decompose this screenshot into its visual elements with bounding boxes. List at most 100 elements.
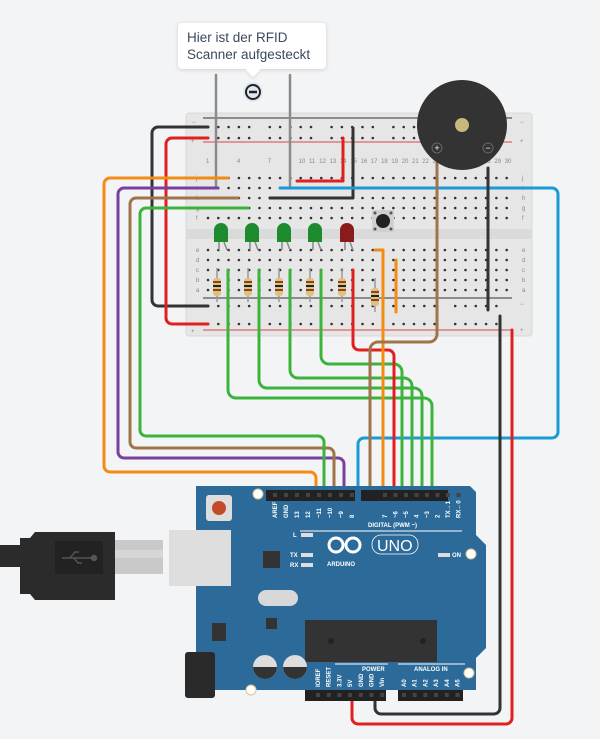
breadboard-hole[interactable] bbox=[392, 248, 395, 252]
breadboard-hole[interactable] bbox=[268, 268, 272, 272]
breadboard-hole[interactable] bbox=[299, 268, 303, 272]
header-pin[interactable] bbox=[295, 493, 299, 497]
breadboard-hole[interactable] bbox=[505, 176, 509, 180]
rail-hole[interactable] bbox=[268, 304, 272, 308]
rail-hole[interactable] bbox=[433, 304, 436, 308]
led-green[interactable] bbox=[277, 223, 291, 251]
rail-hole[interactable] bbox=[278, 304, 282, 308]
breadboard-hole[interactable] bbox=[443, 196, 447, 200]
rail-hole[interactable] bbox=[247, 125, 251, 129]
breadboard-hole[interactable] bbox=[237, 176, 241, 180]
header-pin[interactable] bbox=[284, 493, 288, 497]
breadboard-hole[interactable] bbox=[258, 196, 261, 200]
header-pin[interactable] bbox=[348, 693, 353, 697]
breadboard-hole[interactable] bbox=[495, 278, 498, 282]
breadboard-hole[interactable] bbox=[423, 176, 426, 180]
rail-hole[interactable] bbox=[392, 304, 395, 308]
breadboard-hole[interactable] bbox=[423, 206, 426, 210]
breadboard-hole[interactable] bbox=[412, 248, 416, 252]
breadboard-hole[interactable] bbox=[453, 268, 457, 272]
header-pin[interactable] bbox=[317, 493, 321, 497]
breadboard-hole[interactable] bbox=[309, 176, 313, 180]
rail-hole[interactable] bbox=[392, 322, 395, 326]
rail-hole[interactable] bbox=[217, 125, 220, 129]
breadboard-hole[interactable] bbox=[237, 258, 241, 262]
breadboard-hole[interactable] bbox=[247, 196, 251, 200]
rail-hole[interactable] bbox=[247, 136, 251, 140]
breadboard-hole[interactable] bbox=[299, 248, 303, 252]
rail-hole[interactable] bbox=[330, 125, 333, 129]
breadboard-hole[interactable] bbox=[464, 258, 467, 262]
breadboard-hole[interactable] bbox=[423, 216, 426, 220]
breadboard-hole[interactable] bbox=[474, 216, 478, 220]
breadboard-hole[interactable] bbox=[217, 216, 220, 220]
breadboard-hole[interactable] bbox=[237, 216, 241, 220]
breadboard-hole[interactable] bbox=[371, 196, 375, 200]
header-pin[interactable] bbox=[425, 493, 429, 497]
breadboard-hole[interactable] bbox=[268, 216, 272, 220]
breadboard-hole[interactable] bbox=[361, 248, 364, 252]
breadboard-hole[interactable] bbox=[361, 176, 364, 180]
breadboard-hole[interactable] bbox=[443, 206, 447, 210]
breadboard-hole[interactable] bbox=[443, 278, 447, 282]
breadboard-hole[interactable] bbox=[258, 248, 261, 252]
breadboard-hole[interactable] bbox=[433, 196, 436, 200]
rail-hole[interactable] bbox=[278, 136, 282, 140]
breadboard-hole[interactable] bbox=[505, 268, 509, 272]
breadboard-hole[interactable] bbox=[278, 206, 282, 210]
rail-hole[interactable] bbox=[402, 322, 406, 326]
breadboard-hole[interactable] bbox=[381, 176, 385, 180]
breadboard-hole[interactable] bbox=[453, 248, 457, 252]
breadboard-hole[interactable] bbox=[309, 248, 313, 252]
rail-hole[interactable] bbox=[464, 322, 467, 326]
breadboard-hole[interactable] bbox=[268, 258, 272, 262]
breadboard-hole[interactable] bbox=[299, 206, 303, 210]
breadboard-hole[interactable] bbox=[505, 216, 509, 220]
resistor-group[interactable] bbox=[213, 268, 379, 312]
breadboard-hole[interactable] bbox=[443, 176, 447, 180]
breadboard-hole[interactable] bbox=[505, 278, 509, 282]
rail-hole[interactable] bbox=[361, 322, 364, 326]
breadboard-hole[interactable] bbox=[237, 268, 241, 272]
breadboard-hole[interactable] bbox=[453, 258, 457, 262]
rail-hole[interactable] bbox=[247, 304, 251, 308]
breadboard-hole[interactable] bbox=[247, 216, 251, 220]
header-pin[interactable] bbox=[402, 693, 406, 697]
breadboard-hole[interactable] bbox=[330, 288, 333, 292]
rail-hole[interactable] bbox=[299, 322, 303, 326]
breadboard-hole[interactable] bbox=[299, 278, 303, 282]
rail-hole[interactable] bbox=[361, 125, 364, 129]
resistor[interactable] bbox=[213, 268, 221, 302]
breadboard-hole[interactable] bbox=[433, 288, 436, 292]
breadboard-hole[interactable] bbox=[505, 206, 509, 210]
rail-hole[interactable] bbox=[330, 136, 333, 140]
breadboard-hole[interactable] bbox=[299, 258, 303, 262]
breadboard-hole[interactable] bbox=[371, 176, 375, 180]
header-pin[interactable] bbox=[316, 693, 320, 697]
rail-hole[interactable] bbox=[237, 136, 241, 140]
breadboard-hole[interactable] bbox=[237, 278, 241, 282]
led-red[interactable] bbox=[340, 223, 354, 251]
rail-hole[interactable] bbox=[217, 322, 220, 326]
rail-hole[interactable] bbox=[309, 125, 313, 129]
breadboard-hole[interactable] bbox=[495, 268, 498, 272]
breadboard-hole[interactable] bbox=[330, 206, 333, 210]
breadboard-hole[interactable] bbox=[268, 288, 272, 292]
rail-hole[interactable] bbox=[340, 125, 344, 129]
breadboard-hole[interactable] bbox=[464, 248, 467, 252]
breadboard-hole[interactable] bbox=[433, 268, 436, 272]
breadboard-hole[interactable] bbox=[402, 258, 406, 262]
header-pin[interactable] bbox=[434, 693, 439, 697]
breadboard-hole[interactable] bbox=[392, 196, 395, 200]
breadboard-hole[interactable] bbox=[423, 268, 426, 272]
breadboard-hole[interactable] bbox=[237, 186, 241, 190]
header-pin[interactable] bbox=[404, 493, 408, 497]
breadboard-hole[interactable] bbox=[453, 196, 457, 200]
breadboard-hole[interactable] bbox=[474, 288, 478, 292]
breadboard-hole[interactable] bbox=[495, 176, 498, 180]
breadboard-hole[interactable] bbox=[505, 196, 509, 200]
rail-hole[interactable] bbox=[268, 125, 272, 129]
breadboard-hole[interactable] bbox=[443, 216, 447, 220]
breadboard-hole[interactable] bbox=[453, 288, 457, 292]
